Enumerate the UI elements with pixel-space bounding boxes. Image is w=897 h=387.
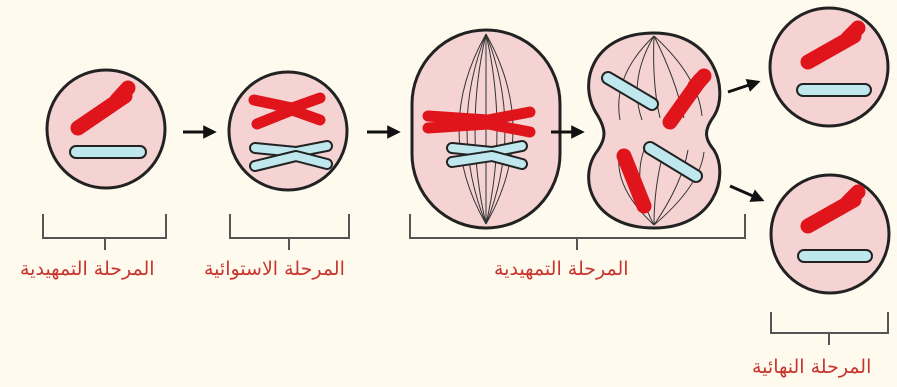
cell-prophase [47, 70, 165, 188]
bracket-telophase [771, 312, 888, 345]
label-anaphase: المرحلة التمهيدية [494, 260, 629, 279]
cell-metaphase [229, 72, 347, 190]
label-metaphase: المرحلة الاستوائية [204, 260, 345, 279]
cell-daughter-bottom [771, 175, 889, 293]
cell-daughter-top [770, 8, 888, 126]
chromosome-blue-pair [452, 146, 522, 164]
bracket-metaphase [230, 214, 349, 250]
brackets [43, 214, 888, 345]
cell-spindle [412, 30, 560, 228]
arrow-4-icon [728, 82, 758, 92]
arrow-5-icon [730, 186, 762, 200]
label-telophase: المرحلة النهائية [752, 358, 871, 377]
label-prophase: المرحلة التمهيدية [20, 260, 155, 279]
bracket-prophase [43, 214, 166, 250]
cell-anaphase [589, 33, 720, 228]
